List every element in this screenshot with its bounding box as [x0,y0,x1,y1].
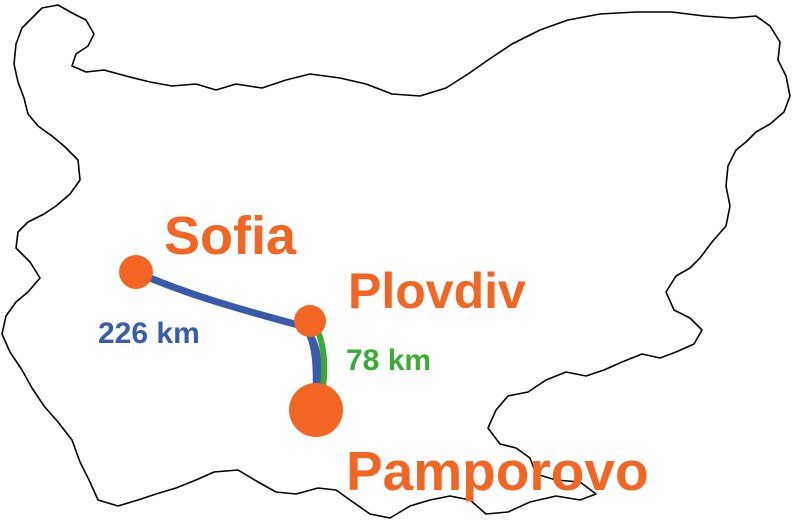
city-marker-sofia[interactable] [119,255,153,289]
distance-label-plovdiv-pamporovo: 78 km [346,344,431,377]
city-label-plovdiv: Plovdiv [348,263,526,319]
bulgaria-outline [1,4,791,519]
city-label-pamporovo: Pamporovo [346,440,649,502]
city-marker-plovdiv[interactable] [294,305,326,337]
route-sofia-pamporovo [132,268,323,396]
city-label-sofia: Sofia [164,206,297,266]
city-marker-pamporovo[interactable] [289,383,343,437]
distance-label-sofia-pamporovo: 226 km [98,317,200,350]
